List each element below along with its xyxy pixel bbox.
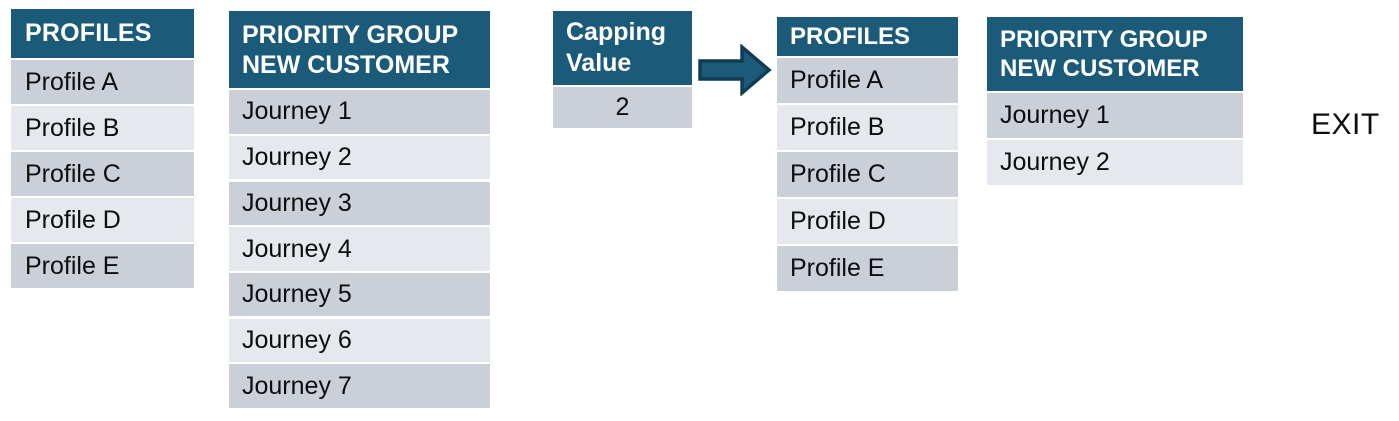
list-item-label: Profile E (25, 251, 120, 280)
table-row: Journey 7 (229, 364, 490, 408)
profiles-left-header-label: PROFILES (25, 19, 152, 47)
table-row: Journey 6 (229, 318, 490, 363)
capping-value-header: Capping Value (553, 11, 692, 85)
table-row: Profile A (11, 60, 194, 104)
list-item-label: Journey 2 (1000, 148, 1110, 176)
list-item-label: Profile B (790, 113, 885, 141)
exit-label: EXIT (1311, 108, 1380, 141)
table-row: Journey 3 (229, 181, 490, 226)
table-row: Profile B (11, 106, 194, 150)
list-item-label: Journey 2 (242, 143, 352, 172)
priority-group-right-header-line1: PRIORITY GROUP (1000, 26, 1208, 53)
list-item-label: Profile A (25, 67, 119, 96)
right-block-arrow-icon (698, 43, 772, 97)
priority-group-left-header-line1: PRIORITY GROUP (242, 20, 459, 49)
table-row: Profile A (777, 58, 958, 103)
profiles-right-header: PROFILES (777, 17, 958, 56)
table-row: Profile C (11, 152, 194, 196)
list-item-label: Journey 1 (1000, 101, 1110, 129)
profiles-table-right: PROFILES Profile A Profile B Profile C P… (777, 17, 958, 291)
capping-value-box: Capping Value 2 (553, 11, 692, 128)
priority-group-right-header-line2: NEW CUSTOMER (1000, 55, 1200, 82)
list-item-label: Profile D (25, 205, 121, 234)
priority-group-left-header: PRIORITY GROUP NEW CUSTOMER (229, 11, 490, 88)
table-row: Journey 2 (987, 140, 1243, 185)
table-row: Profile B (777, 105, 958, 150)
list-item-label: Journey 3 (242, 188, 352, 217)
capping-value-cell: 2 (553, 87, 692, 128)
table-row: Profile E (777, 246, 958, 291)
priority-group-right-header: PRIORITY GROUP NEW CUSTOMER (987, 17, 1243, 91)
list-item-label: Journey 7 (242, 371, 352, 400)
list-item-label: Journey 4 (242, 234, 352, 263)
table-row: Profile C (777, 152, 958, 197)
priority-group-table-left: PRIORITY GROUP NEW CUSTOMER Journey 1 Jo… (229, 11, 490, 408)
capping-value-header-line1: Capping (566, 18, 666, 46)
list-item-label: Profile E (790, 254, 885, 282)
table-row: Journey 4 (229, 227, 490, 271)
capping-value-header-line2: Value (566, 49, 632, 77)
table-row: Journey 1 (987, 93, 1243, 138)
list-item-label: Profile B (25, 113, 120, 142)
priority-group-left-header-line2: NEW CUSTOMER (242, 50, 450, 79)
table-row: Profile E (11, 244, 194, 288)
list-item-label: Journey 1 (242, 97, 352, 126)
profiles-table-left: PROFILES Profile A Profile B Profile C P… (11, 9, 194, 288)
table-row: Journey 1 (229, 90, 490, 134)
list-item-label: Profile A (790, 66, 884, 94)
capping-value-number: 2 (615, 93, 630, 121)
list-item-label: Profile D (790, 207, 886, 235)
table-row: Journey 2 (229, 135, 490, 180)
table-row: Profile D (11, 198, 194, 242)
list-item-label: Journey 5 (242, 280, 352, 309)
list-item-label: Profile C (25, 159, 121, 188)
profiles-left-header: PROFILES (11, 9, 194, 58)
profiles-right-header-label: PROFILES (790, 22, 911, 50)
list-item-label: Profile C (790, 160, 886, 188)
list-item-label: Journey 6 (242, 325, 352, 354)
table-row: Profile D (777, 199, 958, 244)
priority-group-table-right: PRIORITY GROUP NEW CUSTOMER Journey 1 Jo… (987, 17, 1243, 185)
table-row: Journey 5 (229, 272, 490, 317)
